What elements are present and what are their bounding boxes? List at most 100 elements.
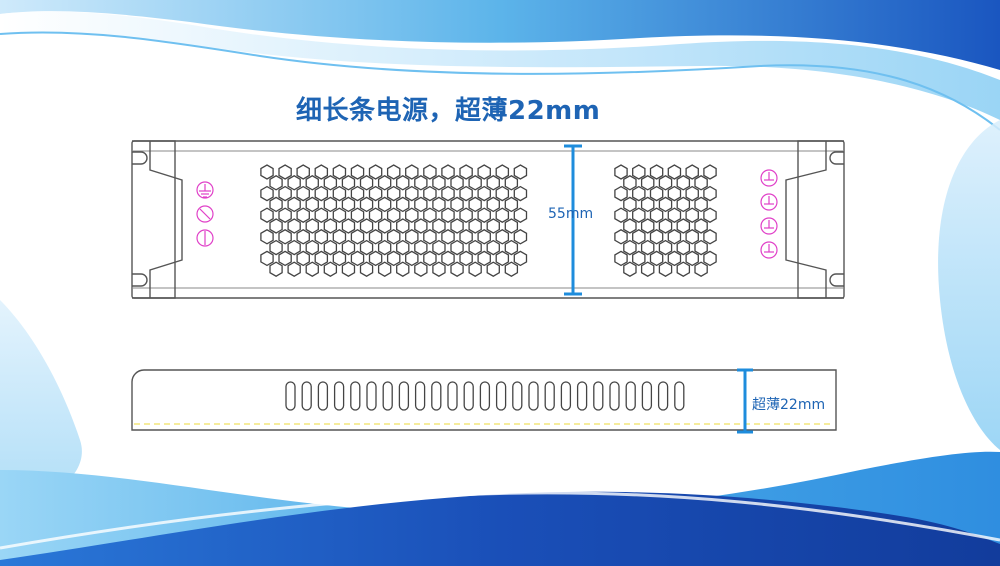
vent-hole xyxy=(459,250,473,267)
vent-slot xyxy=(398,381,410,411)
vent-hole xyxy=(450,261,464,277)
vent-hole xyxy=(676,261,691,277)
vent-slot xyxy=(301,381,312,411)
vent-hole xyxy=(386,164,401,180)
vent-hole xyxy=(667,164,682,180)
vent-hole xyxy=(260,164,274,180)
vent-hole xyxy=(676,218,691,234)
vent-slot xyxy=(317,381,329,411)
vent-hole xyxy=(278,164,292,180)
vent-slot xyxy=(431,381,442,411)
vent-hole xyxy=(632,250,646,267)
vent-hole xyxy=(368,207,383,223)
vent-hole xyxy=(260,250,274,267)
vent-hole xyxy=(632,229,646,245)
vent-hole xyxy=(623,196,637,213)
right-terminal-symbols xyxy=(760,169,778,259)
vent-hole xyxy=(450,175,464,191)
vent-hole xyxy=(269,175,283,191)
vent-hole xyxy=(287,261,301,277)
vent-hole xyxy=(396,239,410,256)
terminal-symbol xyxy=(196,229,214,247)
vent-hole xyxy=(513,250,528,267)
vent-hole xyxy=(477,229,491,245)
vent-hole xyxy=(260,207,274,223)
vent-hole xyxy=(314,185,329,202)
vent-hole xyxy=(396,196,410,213)
vent-hole xyxy=(676,175,691,191)
vent-hole xyxy=(459,164,473,180)
vent-hole xyxy=(314,229,329,245)
vent-hole xyxy=(359,196,374,213)
vent-hole xyxy=(305,196,319,213)
vent-hole xyxy=(676,196,691,213)
vent-hole xyxy=(386,250,401,267)
terminal-symbol xyxy=(760,193,778,211)
vent-hole xyxy=(614,207,628,223)
vent-hole xyxy=(414,239,428,256)
vent-hole xyxy=(260,229,274,245)
vent-hole xyxy=(504,239,519,256)
terminal-symbol xyxy=(760,217,778,235)
vent-hole xyxy=(658,175,673,191)
vent-hole xyxy=(278,207,292,223)
vent-hole xyxy=(614,229,628,245)
left-top-slot xyxy=(132,151,148,165)
vent-hole xyxy=(414,261,428,277)
vent-hole xyxy=(368,164,383,180)
vent-grid-right xyxy=(614,164,717,277)
vent-hole xyxy=(441,185,455,202)
vent-hole xyxy=(649,185,664,202)
vent-hole xyxy=(685,185,699,202)
vent-hole xyxy=(513,229,528,245)
vent-hole xyxy=(323,175,338,191)
vent-hole xyxy=(614,164,628,180)
vent-hole xyxy=(468,218,482,234)
left-mount-bracket xyxy=(132,140,176,299)
vent-hole xyxy=(269,196,283,213)
vent-hole xyxy=(703,250,717,267)
vent-slot xyxy=(641,381,653,411)
vent-hole xyxy=(305,261,319,277)
vent-hole xyxy=(377,175,392,191)
vent-hole xyxy=(685,207,699,223)
vent-hole xyxy=(423,164,437,180)
vent-hole xyxy=(377,196,392,213)
vent-hole xyxy=(332,229,347,245)
vent-slot xyxy=(657,381,669,411)
vent-hole xyxy=(386,185,401,202)
vent-hole xyxy=(504,196,519,213)
vent-hole xyxy=(658,196,673,213)
vent-hole xyxy=(667,185,682,202)
top-wave-dark xyxy=(0,0,1000,70)
vent-hole xyxy=(350,185,365,202)
vent-hole xyxy=(332,207,347,223)
vent-hole xyxy=(386,229,401,245)
vent-hole xyxy=(377,261,392,277)
vent-hole xyxy=(287,196,301,213)
vent-hole xyxy=(332,185,347,202)
vent-hole xyxy=(623,218,637,234)
vent-hole xyxy=(640,196,655,213)
vent-hole xyxy=(296,164,310,180)
vent-hole xyxy=(477,185,491,202)
vent-hole xyxy=(504,218,519,234)
vent-hole xyxy=(614,185,628,202)
vent-hole xyxy=(649,164,664,180)
vent-hole xyxy=(368,229,383,245)
vent-hole xyxy=(377,218,392,234)
vent-hole xyxy=(658,239,673,256)
vent-hole xyxy=(287,218,301,234)
earth-ground-symbol xyxy=(196,181,214,199)
vent-hole xyxy=(269,218,283,234)
vent-hole xyxy=(359,239,374,256)
vent-slot xyxy=(609,381,620,411)
vent-hole xyxy=(623,261,637,277)
vent-hole xyxy=(405,207,419,223)
vent-hole xyxy=(477,250,491,267)
vent-hole xyxy=(405,185,419,202)
vent-hole xyxy=(513,185,528,202)
vent-hole xyxy=(314,164,329,180)
